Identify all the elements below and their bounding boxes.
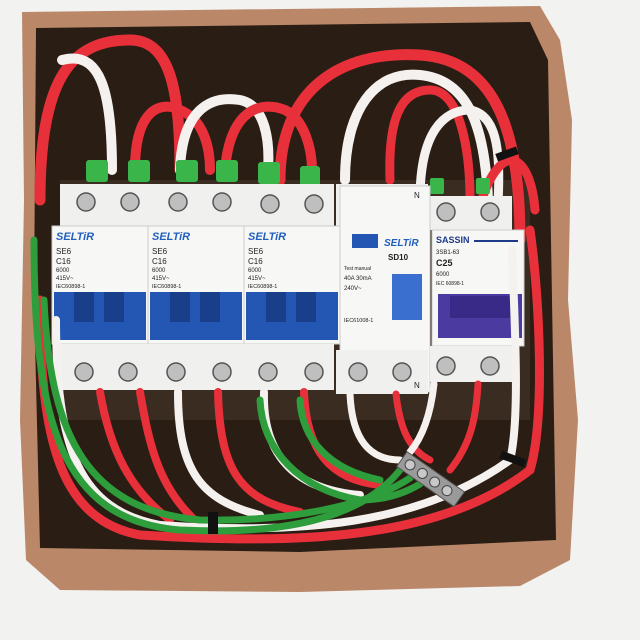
sassin-standard: IEC 60898-1 xyxy=(436,281,464,287)
breaker-3-code: 6000 xyxy=(248,268,262,274)
rcd-toggle[interactable] xyxy=(392,274,422,320)
top-ferrules xyxy=(86,160,490,194)
breaker-3-model: SE6 xyxy=(248,247,264,256)
breaker-3-voltage: 415V~ xyxy=(248,276,266,282)
rcd-rating: 40A 30mA xyxy=(344,276,372,282)
breaker-1-rating: C16 xyxy=(56,257,71,266)
sassin-toggle[interactable] xyxy=(450,296,510,318)
breaker-1-code: 6000 xyxy=(56,268,70,274)
sassin-brand: SASSIN xyxy=(436,235,470,245)
earth-terminal-block xyxy=(396,451,466,508)
top-wires xyxy=(34,34,540,246)
breaker-2-model: SE6 xyxy=(152,247,168,256)
rcd-test-button[interactable] xyxy=(352,234,378,248)
cable-ties xyxy=(208,146,527,534)
earth-wires xyxy=(30,236,424,535)
breaker-2-voltage: 415V~ xyxy=(152,276,170,282)
sassin-rating: C25 xyxy=(436,258,453,268)
bottom-terminal-n: N xyxy=(414,381,420,390)
breaker-3-rating: C16 xyxy=(248,257,263,266)
breaker-3-toggle[interactable] xyxy=(266,292,286,322)
breaker-1-model: SE6 xyxy=(56,247,72,256)
rcd-test-label: Test manual xyxy=(344,266,371,272)
breaker-2-code: 6000 xyxy=(152,268,166,274)
breaker-1-toggle[interactable] xyxy=(74,292,94,322)
rcd-standard: IEC61008-1 xyxy=(344,318,373,324)
breaker-2[interactable]: SELTiR SE6 C16 6000 415V~ IEC60898-1 xyxy=(147,225,245,345)
breaker-1[interactable]: SELTiR SE6 C16 6000 415V~ IEC60898-1 xyxy=(51,225,149,345)
breaker-1-standard: IEC60898-1 xyxy=(56,284,85,290)
breaker-2-toggle[interactable] xyxy=(170,292,190,322)
breaker-2-standard: IEC60898-1 xyxy=(152,284,181,290)
rcd-brand: SELTiR xyxy=(384,238,419,249)
rcd-terminal-n: N xyxy=(414,191,420,200)
sassin-model: 3SB1-63 xyxy=(436,250,460,256)
rcd-voltage: 240V~ xyxy=(344,286,362,292)
breaker-1-brand: SELTiR xyxy=(56,231,94,243)
breaker-3-brand: SELTiR xyxy=(248,231,286,243)
breaker-1-voltage: 415V~ xyxy=(56,276,74,282)
breaker-3-standard: IEC60898-1 xyxy=(248,284,277,290)
sassin-code: 6000 xyxy=(436,272,450,278)
rcd-model: SD10 xyxy=(388,253,409,262)
breaker-3[interactable]: SELTiR SE6 C16 6000 415V~ IEC60898-1 xyxy=(243,225,341,345)
bottom-terminal-strip: N xyxy=(60,344,512,394)
breaker-2-rating: C16 xyxy=(152,257,167,266)
bottom-screws xyxy=(74,356,500,382)
breaker-2-brand: SELTiR xyxy=(152,231,190,243)
